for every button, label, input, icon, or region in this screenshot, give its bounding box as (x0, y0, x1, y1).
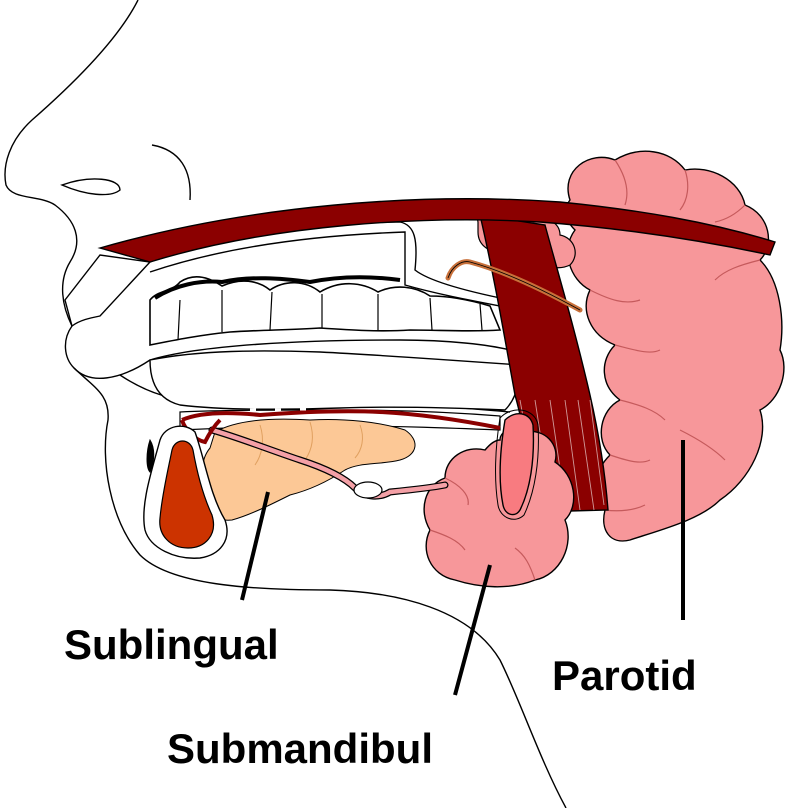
leader-line-sublingual (240, 491, 270, 601)
artery-small-white-marks (250, 407, 306, 412)
mandible-cut-section (499, 413, 535, 516)
parotid-nerve-outline (447, 261, 581, 311)
parotid-lobe-lines (589, 159, 761, 512)
duct-loop (353, 481, 383, 499)
submandibular-lobe-lines (429, 477, 536, 581)
face-profile-outline (4, 0, 139, 327)
label-submandibul: Submandibul (167, 725, 433, 772)
upper-teeth (149, 275, 502, 346)
lingual-artery (181, 409, 501, 430)
tongue-outline (149, 350, 521, 411)
mouth-cavity-outline (64, 325, 511, 379)
nose-wing-outline (151, 144, 191, 201)
nostril-outline (60, 178, 121, 196)
upper-teeth-divisions (177, 290, 483, 341)
label-sublingual: Sublingual (64, 621, 279, 668)
lower-jaw-outline (73, 367, 567, 808)
genioglossus-section (159, 440, 214, 549)
lower-incisor-tip (146, 438, 155, 473)
upper-lip (64, 254, 152, 328)
mandible-cut-rim (495, 409, 539, 520)
masseter-muscle (479, 214, 609, 513)
upper-teeth-gumline (153, 275, 401, 300)
zygomatic-band (97, 198, 776, 263)
parotid-gland (564, 150, 785, 542)
label-parotid: Parotid (552, 652, 697, 699)
leader-line-submandibul (453, 564, 492, 696)
